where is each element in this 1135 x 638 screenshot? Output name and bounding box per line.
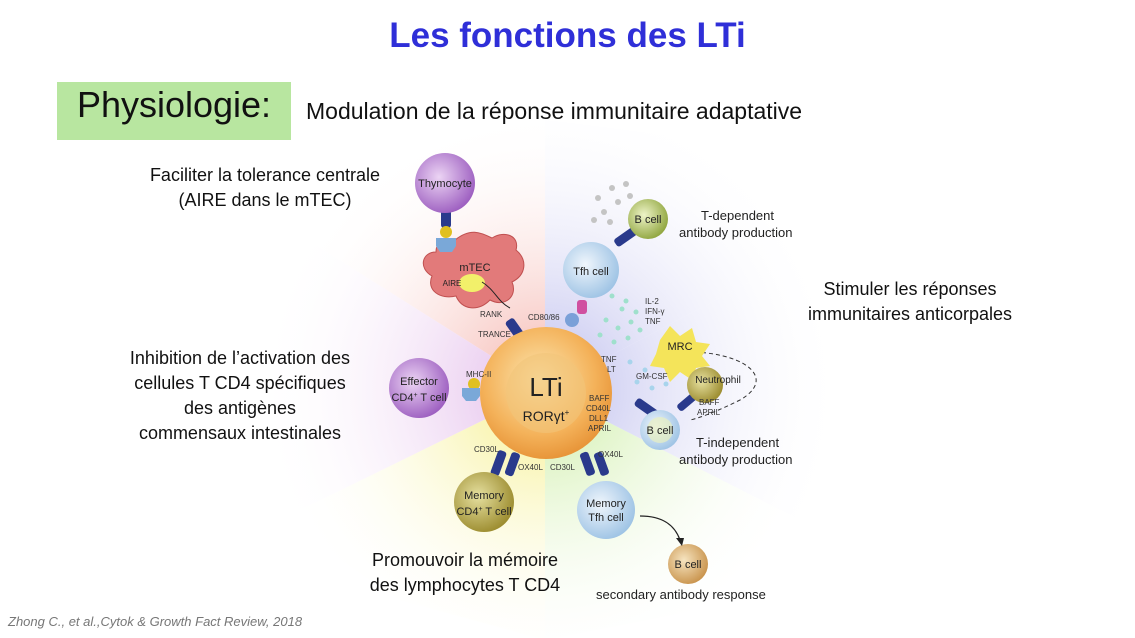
rank-label: RANK — [480, 310, 503, 319]
annotation-line: des lymphocytes T CD4 — [369, 575, 561, 595]
annotation-line: cellules T CD4 spécifiques — [134, 373, 346, 393]
baff-list-label-1: BAFF — [589, 394, 610, 403]
cytokine-label-2: IFN-γ — [645, 307, 665, 316]
memory-tfh-cell — [577, 481, 635, 539]
ligand-shapes — [436, 226, 587, 401]
aire-nucleus — [459, 274, 485, 292]
citation: Zhong C., et al.,Cytok & Growth Fact Rev… — [8, 614, 303, 629]
gmcsf-label: GM-CSF — [636, 372, 668, 381]
subtitle: Modulation de la réponse immunitaire ada… — [306, 98, 803, 124]
lti-nucleus — [506, 353, 586, 433]
annotation-line: Faciliter la tolerance centrale — [149, 165, 381, 185]
roryt-label: RORγt+ — [523, 408, 570, 424]
ox40l-right-label: OX40L — [598, 450, 623, 459]
bcell-secretion-dots — [591, 181, 633, 225]
mtec-label: mTEC — [459, 262, 490, 274]
trance-label: TRANCE — [478, 330, 511, 339]
annotation-inhibition: Inhibition de l’activation des cellules … — [90, 346, 390, 446]
tfh-cell — [563, 242, 619, 298]
aire-arrow — [481, 281, 511, 309]
mrc-label: MRC — [667, 341, 692, 353]
bcell-bottom — [668, 544, 708, 584]
cytokine-label-3: TNF — [645, 317, 661, 326]
cytokine-label-1: IL-2 — [645, 297, 659, 306]
bcell-right-inner — [647, 417, 673, 443]
baff-april-label-1: BAFF — [699, 398, 720, 407]
physiology-box — [57, 82, 291, 140]
neutrophil-cell — [687, 367, 723, 403]
annotation-line: (AIRE dans le mTEC) — [178, 190, 352, 210]
annotation-line: Inhibition de l’activation des — [129, 348, 351, 368]
secondary-response-label: secondary antibody response — [596, 587, 766, 602]
baff-list-label-4: APRIL — [588, 424, 612, 433]
annotation-line: Stimuler les réponses — [823, 279, 997, 299]
annotation-line: des antigènes — [183, 398, 297, 418]
memory-tfh-sub-label: Tfh cell — [588, 512, 623, 524]
annotation-memory: Promouvoir la mémoire des lymphocytes T … — [330, 548, 600, 598]
aire-label: AIRE — [443, 279, 462, 288]
annotation-stimuler: Stimuler les réponses immunitaires antic… — [775, 277, 1045, 327]
baff-april-label-2: APRIL — [697, 408, 721, 417]
effector-cell — [389, 358, 449, 418]
annotation-line: commensaux intestinales — [138, 423, 342, 443]
bcell-bottom-label: B cell — [675, 559, 702, 571]
t-dependent-label-2: antibody production — [679, 225, 792, 240]
annotation-line: immunitaires anticorpales — [807, 304, 1013, 324]
memory-cd4-cell — [454, 472, 514, 532]
annotation-tolerance: Faciliter la tolerance centrale (AIRE da… — [120, 163, 410, 213]
bcell-top-label: B cell — [635, 214, 662, 226]
physiology-label: Physiologie: — [76, 84, 272, 125]
lt-label: LT — [607, 365, 616, 374]
cd30l-left-label: CD30L — [474, 445, 499, 454]
bcell-top — [628, 199, 668, 239]
neutrophil-label: Neutrophil — [695, 375, 741, 386]
cd30l-right-label: CD30L — [550, 463, 575, 472]
tnf-label: TNF — [601, 355, 617, 364]
cd80-label: CD80/86 — [528, 313, 560, 322]
bcell-right-label: B cell — [647, 425, 674, 437]
effector-sub-label: CD4+ T cell — [391, 392, 446, 404]
cytokine-dots — [597, 293, 683, 391]
t-independent-label-2: antibody production — [679, 452, 792, 467]
memory-tfh-label: Memory — [586, 498, 626, 510]
baff-list-label-2: CD40L — [586, 404, 611, 413]
annotation-line: Promouvoir la mémoire — [371, 550, 559, 570]
memory-cd4-sub-label: CD4+ T cell — [456, 506, 511, 518]
mrc-loop-arrow — [689, 351, 757, 421]
t-dependent-label: T-dependent — [701, 208, 774, 223]
thymocyte-cell — [415, 153, 475, 213]
sector-background — [240, 120, 860, 638]
mhc-label: MHC-II — [466, 370, 491, 379]
page-title: Les fonctions des LTi — [389, 16, 746, 55]
tfh-label: Tfh cell — [573, 266, 608, 278]
effector-label: Effector — [400, 376, 438, 388]
memory-tfh-arrow — [639, 515, 681, 541]
lti-label: LTi — [529, 372, 562, 402]
ox40l-left-label: OX40L — [518, 463, 543, 472]
memory-cd4-label: Memory — [464, 490, 504, 502]
baff-list-label-3: DLL1 — [589, 414, 609, 423]
mrc-cell — [650, 326, 710, 382]
thymocyte-label: Thymocyte — [418, 178, 472, 190]
t-independent-label: T-independent — [696, 435, 780, 450]
memory-tfh-arrowhead — [676, 538, 684, 546]
